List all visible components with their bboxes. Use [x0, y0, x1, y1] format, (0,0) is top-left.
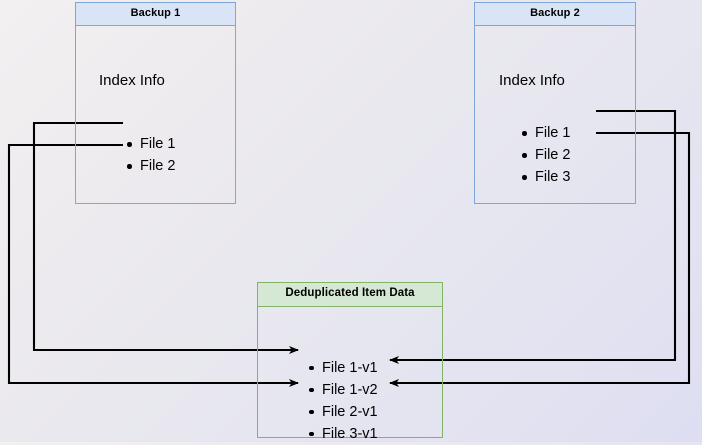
list-item: File 1-v2	[306, 379, 378, 401]
list-item: File 2	[519, 144, 570, 166]
list-item: File 3-v1	[306, 423, 378, 445]
node-dedup-file-list: File 1-v1 File 1-v2 File 2-v1 File 3-v1	[306, 357, 378, 445]
node-backup1-file-list: File 1 File 2	[124, 133, 175, 177]
node-dedup-body: File 1-v1 File 1-v2 File 2-v1 File 3-v1	[258, 307, 442, 442]
node-backup2-title: Backup 2	[475, 3, 635, 26]
node-backup2[interactable]: Backup 2 Index Info File 1 File 2 File 3	[474, 2, 636, 204]
node-backup2-section-label: Index Info	[499, 72, 565, 89]
node-backup2-body: Index Info File 1 File 2 File 3	[475, 26, 635, 203]
list-item: File 3	[519, 166, 570, 188]
node-dedup-title: Deduplicated Item Data	[258, 283, 442, 307]
node-backup1-title: Backup 1	[76, 3, 235, 26]
node-backup1-body: Index Info File 1 File 2	[76, 26, 235, 203]
node-backup2-file-list: File 1 File 2 File 3	[519, 122, 570, 188]
node-backup1[interactable]: Backup 1 Index Info File 1 File 2	[75, 2, 236, 204]
list-item: File 1	[519, 122, 570, 144]
node-deduplicated-item-data[interactable]: Deduplicated Item Data File 1-v1 File 1-…	[257, 282, 443, 442]
list-item: File 1-v1	[306, 357, 378, 379]
list-item: File 1	[124, 133, 175, 155]
node-backup1-section-label: Index Info	[99, 72, 165, 89]
list-item: File 2	[124, 155, 175, 177]
list-item: File 2-v1	[306, 401, 378, 423]
